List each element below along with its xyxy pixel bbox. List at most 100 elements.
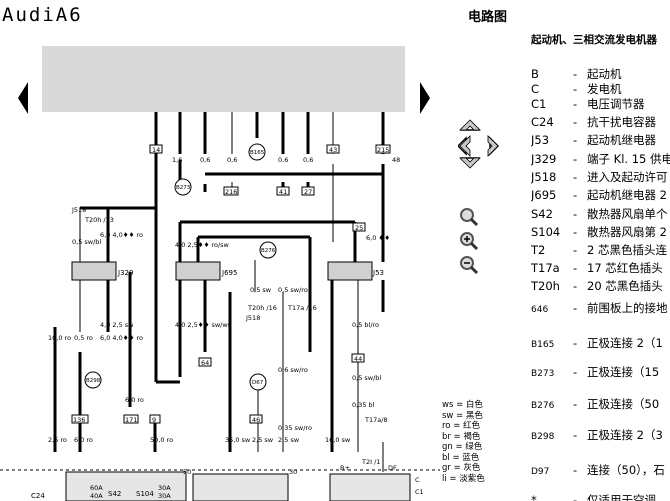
component-row[interactable]: J329-端子 Kl. 15 供电 [531, 151, 670, 167]
next-page-button[interactable] [418, 80, 432, 116]
wire-label: 171 [125, 416, 137, 424]
component-row[interactable]: T17a-17 芯红色插头 [531, 260, 663, 276]
component-code: 646 [531, 305, 549, 315]
wire-label: 0,6 [303, 156, 313, 164]
separator: - [573, 397, 578, 411]
wire-label: 0,5 sw/ro [278, 286, 308, 294]
relay-j695[interactable] [175, 261, 221, 281]
wire-label: 4,0 2,5♦♦ ro/sw [175, 241, 230, 249]
component-row[interactable]: B273-正极连接（15 [531, 364, 659, 380]
wire-label: 50,0 ro [150, 436, 173, 444]
separator: - [573, 243, 578, 257]
legend-item: bl = 蓝色 [442, 452, 480, 463]
legend-item: sw = 黑色 [442, 410, 483, 421]
page-title: 电路图 [468, 10, 508, 25]
wire-label: T2I /1 [361, 458, 380, 466]
legend-item: ro = 红色 [442, 421, 481, 431]
fuse-box[interactable] [65, 471, 187, 501]
component-row[interactable]: C-发电机 [531, 81, 622, 97]
component-row[interactable]: C24-抗干扰电容器 [531, 114, 656, 130]
relay-j329[interactable] [71, 261, 117, 281]
component-row[interactable]: S42-散热器风扇单个 [531, 206, 668, 222]
component-desc: 散热器风扇第 2 [587, 225, 667, 239]
wire-label: 215 [377, 146, 389, 154]
component-row[interactable]: J695-起动机继电器 2 [531, 187, 667, 203]
separator: - [573, 261, 578, 275]
wire-label: 0,5 bl/ro [352, 321, 379, 329]
wire-label: 0,35 bl [352, 401, 375, 409]
relay-label: T20h /13 [84, 216, 114, 224]
legend-item: gr = 灰色 [442, 463, 481, 473]
wire-label: B165 [250, 150, 265, 156]
component-code: J518 [531, 170, 557, 184]
component-row[interactable]: D97-连接（50），石 [531, 462, 665, 478]
wire-label: 6,0 ♦♦ [366, 234, 390, 242]
separator: - [573, 428, 578, 442]
wire-label: 0,6 sw/ro [278, 366, 308, 374]
component-label: C24 [31, 492, 45, 500]
component-desc: 前围板上的接地 [587, 301, 668, 315]
legend-item: gn = 绿色 [442, 442, 483, 452]
wire-label: 0,6 [278, 156, 288, 164]
wiring-diagram[interactable]: 14 1,6 B165 0,6 0,6 0,6 0,6 43 215 B273 … [0, 112, 440, 501]
wire-label: 136 [73, 416, 85, 424]
starter-motor[interactable] [192, 473, 289, 501]
component-row[interactable]: B298-正极连接 2（3 [531, 427, 663, 443]
component-row[interactable]: 646-前围板上的接地 [531, 300, 668, 316]
relay-label: J695 [221, 269, 237, 277]
wire-label: 4,0 2,5♦♦ sw/ws [175, 321, 232, 329]
zoom-icon[interactable] [458, 206, 480, 228]
wire-label: 0,5 ro [74, 334, 93, 342]
zoom-out-icon[interactable] [458, 254, 480, 276]
component-row[interactable]: B276-正极连接（50 [531, 396, 659, 412]
wire-label: 2,5 sw [278, 436, 300, 444]
wire-label: 0,35 sw/ro [278, 424, 312, 432]
component-row[interactable]: J53 -起动机继电器 [531, 132, 656, 148]
separator: - [573, 133, 578, 147]
prev-page-button[interactable] [16, 80, 30, 116]
separator: - [573, 225, 578, 239]
wire-label: 0,5 sw/bl [72, 238, 101, 246]
wire-label: 64 [201, 359, 209, 367]
wire-label: 44 [354, 355, 362, 363]
legend-item: br = 褐色 [442, 431, 481, 442]
component-row[interactable]: T2-2 芯黑色插头连 [531, 242, 667, 258]
component-code: T2 [531, 243, 546, 257]
component-label: C [415, 476, 420, 484]
component-desc: 正极连接（50 [587, 397, 660, 411]
separator: - [573, 279, 578, 293]
pan-arrows-icon[interactable] [458, 116, 508, 174]
component-code: B273 [531, 369, 555, 379]
component-desc: 仅适用于空调 [587, 493, 656, 501]
legend-item: li = 淡紫色 [442, 473, 485, 484]
component-code: B298 [531, 432, 555, 442]
component-row[interactable]: J518-进入及起动许可 [531, 169, 668, 185]
component-row[interactable]: C1-电压调节器 [531, 96, 645, 112]
wire-label: 30 [289, 468, 297, 476]
component-row[interactable]: T20h-20 芯黑色插头 [531, 278, 663, 294]
component-row[interactable]: B-起动机 [531, 66, 622, 82]
wire-label: 9 [152, 416, 156, 424]
component-desc: 起动机 [587, 67, 622, 81]
wire-label: 6,0 4,0♦♦ ro [100, 334, 143, 342]
component-desc: 20 芯黑色插头 [587, 279, 663, 293]
relay-label: T17a /16 [287, 304, 317, 312]
component-row[interactable]: S104-散热器风扇第 2 [531, 224, 667, 240]
alternator[interactable] [329, 473, 411, 501]
wire-label: B298 [86, 378, 101, 384]
separator: - [573, 170, 578, 184]
zoom-in-icon[interactable] [458, 230, 480, 252]
component-code: T20h [531, 279, 560, 293]
separator: - [573, 97, 578, 111]
wire-label: 48 [392, 156, 400, 164]
component-row[interactable]: B165-正极连接 2（1 [531, 335, 663, 351]
component-desc: 起动机继电器 [587, 133, 656, 147]
component-row[interactable]: *-仅适用于空调 [531, 492, 656, 501]
relay-j53[interactable] [327, 261, 373, 281]
relay-label: T20h /16 [247, 304, 277, 312]
color-legend: ws = 白色 sw = 黑色 ro = 红色 br = 褐色 gn = 绿色 … [442, 400, 485, 484]
separator: - [573, 82, 578, 96]
component-code: J53 [531, 133, 550, 147]
wire-label: DF [388, 464, 397, 472]
